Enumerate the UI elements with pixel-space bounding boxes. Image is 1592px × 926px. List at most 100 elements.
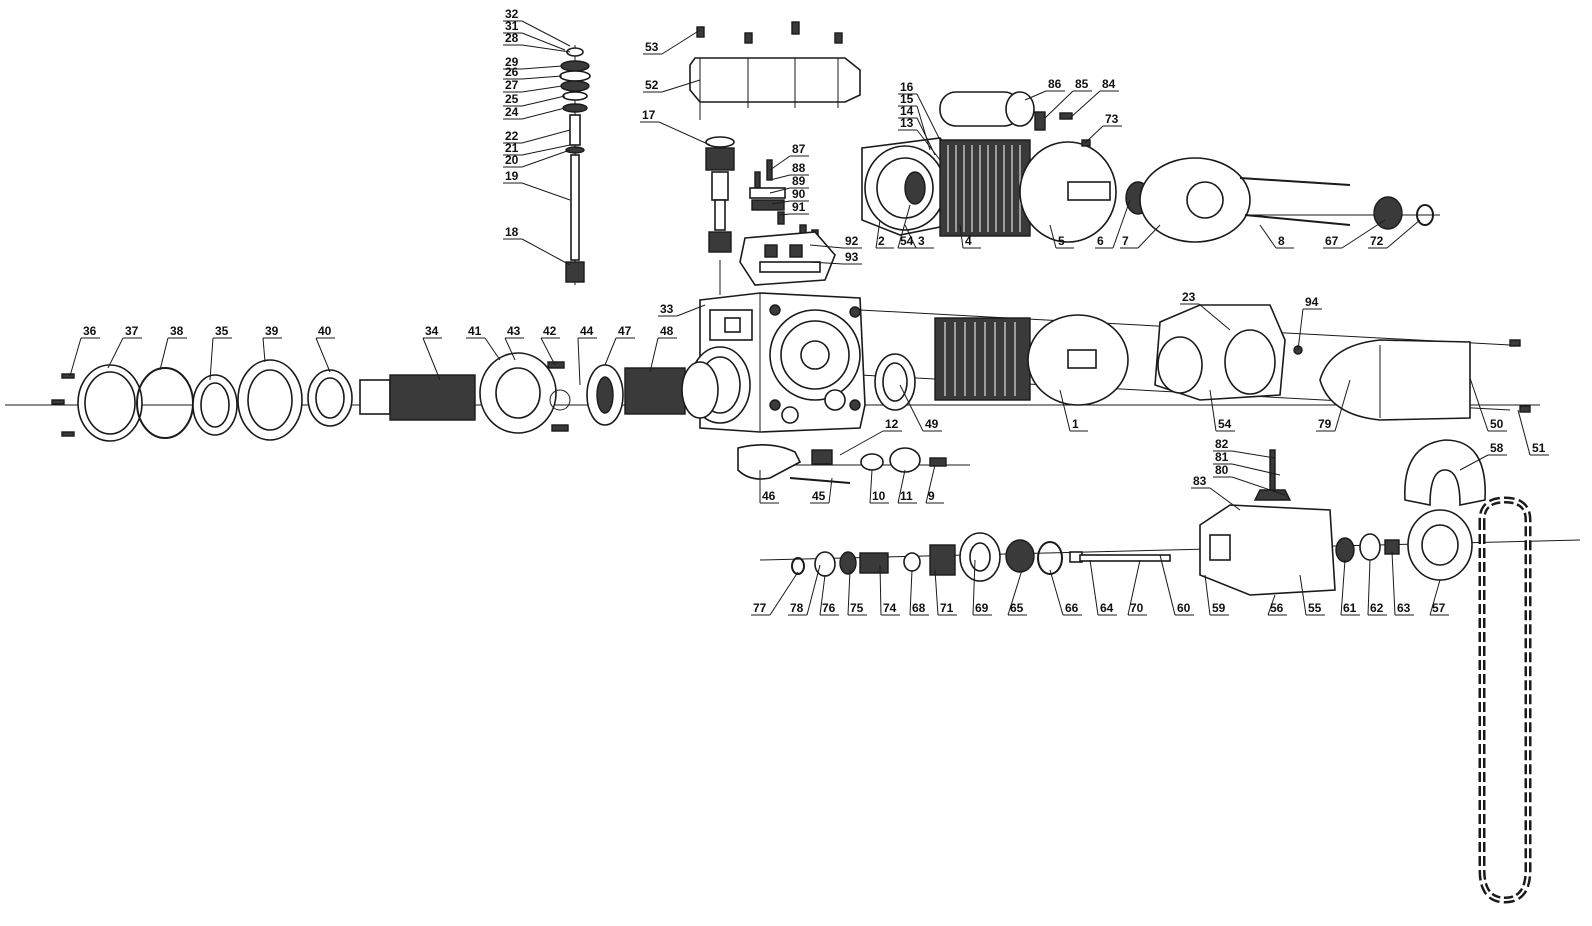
leader-line	[1049, 224, 1057, 249]
leader-line	[521, 75, 563, 80]
leader-line	[847, 569, 851, 616]
part-label: 35	[215, 324, 229, 338]
part-label: 60	[1177, 601, 1191, 615]
part-label: 14	[900, 104, 914, 118]
part-label: 78	[790, 601, 804, 615]
part-label: 29	[505, 55, 519, 69]
leader-line	[1159, 554, 1176, 616]
lower-gearbox-assembly	[791, 439, 1486, 596]
leader-line	[1267, 594, 1276, 616]
leader-line	[521, 32, 566, 51]
leader-line	[422, 337, 441, 381]
leader-line	[909, 569, 913, 616]
part-label: 90	[792, 187, 806, 201]
leader-line	[972, 559, 976, 616]
leader-line	[521, 85, 563, 93]
leader-line	[1334, 379, 1351, 432]
part-label: 84	[1102, 77, 1116, 91]
part-label: 22	[505, 129, 519, 143]
leader-line	[1112, 199, 1131, 249]
leader-line	[959, 224, 964, 249]
part-label: 3	[918, 234, 925, 248]
leader-line	[809, 261, 844, 265]
part-label: 94	[1305, 295, 1319, 309]
part-label: 41	[468, 324, 482, 338]
part-label: 46	[762, 489, 776, 503]
leader-line	[504, 337, 516, 361]
part-label: 5	[1058, 234, 1065, 248]
part-label: 24	[505, 105, 519, 119]
leader-line	[1299, 574, 1307, 616]
part-label: 1	[1072, 417, 1079, 431]
part-label: 20	[505, 153, 519, 167]
leader-line	[769, 174, 791, 181]
part-label: 45	[812, 489, 826, 503]
part-label: 61	[1343, 601, 1357, 615]
part-label: 77	[753, 601, 767, 615]
leader-line	[897, 469, 906, 504]
leader-line	[875, 219, 881, 249]
part-label: 83	[1193, 474, 1207, 488]
part-label: 43	[507, 324, 521, 338]
part-label: 23	[1182, 290, 1196, 304]
part-label: 38	[170, 324, 184, 338]
leader-line	[819, 574, 826, 616]
part-label: 34	[425, 324, 439, 338]
part-label: 85	[1075, 77, 1089, 91]
leader-line	[1259, 224, 1277, 249]
leader-line	[1469, 377, 1489, 432]
part-label: 57	[1432, 601, 1446, 615]
leader-line	[925, 464, 936, 504]
leader-line	[1204, 574, 1211, 616]
part-label: 18	[505, 225, 519, 239]
part-label: 75	[850, 601, 864, 615]
leader-line	[604, 337, 617, 366]
part-label: 54	[1218, 417, 1232, 431]
leader-line	[521, 95, 566, 107]
leader-line	[769, 571, 799, 616]
part-label: 33	[660, 302, 674, 316]
leader-line	[1069, 90, 1101, 119]
leader-line	[1459, 454, 1489, 471]
leader-lines	[69, 20, 1549, 616]
part-label: 91	[792, 200, 806, 214]
part-label: 26	[505, 65, 519, 79]
central-gearbox-housing	[689, 292, 866, 433]
part-label: 21	[505, 141, 519, 155]
part-label: 58	[1490, 441, 1504, 455]
part-label: 53	[645, 40, 659, 54]
leader-line	[897, 204, 911, 249]
part-label: 88	[792, 161, 806, 175]
part-label: 36	[83, 324, 97, 338]
leader-line	[661, 79, 701, 93]
part-label: 27	[505, 78, 519, 92]
part-label: 52	[645, 78, 659, 92]
leader-line	[661, 29, 701, 55]
leader-line	[1049, 569, 1064, 616]
leader-line	[521, 144, 571, 156]
top-cover-assembly	[689, 21, 861, 120]
leader-line	[1209, 487, 1241, 511]
part-label: 39	[265, 324, 279, 338]
leader-line	[839, 430, 884, 456]
leader-line	[1231, 476, 1286, 496]
leader-line	[1297, 308, 1304, 351]
part-label: 42	[543, 324, 557, 338]
leader-line	[1341, 219, 1386, 249]
part-label: 70	[1130, 601, 1144, 615]
leader-line	[771, 200, 791, 205]
leader-line	[1137, 224, 1161, 249]
leader-line	[879, 564, 882, 616]
leader-line	[1429, 579, 1441, 616]
leader-line	[1007, 569, 1023, 616]
leader-line	[521, 107, 566, 120]
leader-line	[107, 337, 124, 369]
part-label: 37	[125, 324, 139, 338]
leader-line	[1391, 551, 1396, 616]
part-label: 62	[1370, 601, 1384, 615]
part-label: 55	[1308, 601, 1322, 615]
leader-line	[828, 477, 833, 504]
part-label: 73	[1105, 112, 1119, 126]
